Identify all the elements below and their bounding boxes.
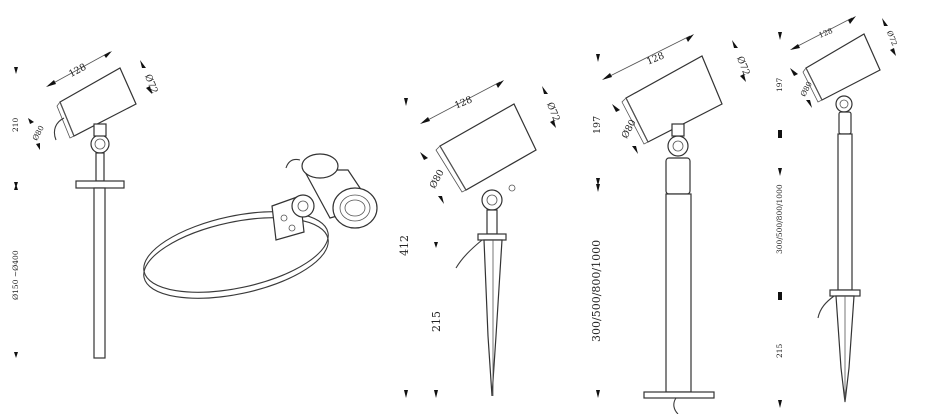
adjust-knuckle <box>291 194 315 218</box>
adjust-knuckle <box>835 95 853 113</box>
spike-collar <box>477 233 507 241</box>
dim-width-128: 128 <box>453 94 474 111</box>
adjust-knuckle <box>481 189 503 211</box>
dim-pole-lengths: 300/500/800/1000 <box>590 240 603 342</box>
cable <box>285 158 301 169</box>
drawing-pole-flange-spotlight: 128 Ø72 Ø80 210 Ø150 ~Ø400 <box>11 51 160 359</box>
cable <box>455 239 483 269</box>
mount-bracket <box>93 123 107 137</box>
drawing-tall-pole-spotlight: 128 Ø72 Ø80 197 300/500/800/1000 <box>590 34 752 414</box>
dim-width-128: 128 <box>645 50 666 67</box>
spike-collar <box>829 289 861 297</box>
pole <box>665 193 692 393</box>
adjust-knuckle <box>90 134 110 154</box>
dim-diameter-72: Ø72 <box>544 101 562 124</box>
adjust-knuckle <box>667 135 689 157</box>
dim-height-197: 197 <box>775 77 784 92</box>
drawing-strap-mount-spotlight <box>143 153 378 299</box>
cable <box>673 397 679 414</box>
dim-base-diameter: Ø150 ~Ø400 <box>11 250 20 300</box>
dim-diameter-80: Ø80 <box>428 168 447 191</box>
pole <box>93 187 106 359</box>
dim-height-197: 197 <box>592 116 603 134</box>
pole <box>837 133 853 291</box>
pole-top <box>665 157 691 195</box>
dim-diameter-80: Ø80 <box>31 124 46 142</box>
dim-diameter-72: Ø72 <box>885 29 899 47</box>
dim-spike-215: 215 <box>775 343 784 358</box>
lens-ring <box>332 187 378 229</box>
drawing-pole-spike-spotlight: 128 Ø72 Ø80 197 300/500/800/1000 215 <box>775 16 899 408</box>
spotlight-head <box>439 103 537 191</box>
dim-height-210: 210 <box>11 117 20 132</box>
base-plate <box>643 391 715 399</box>
cable <box>817 295 835 319</box>
drawing-ground-spike-spotlight: 128 Ø72 Ø80 412 215 <box>398 80 562 398</box>
dim-pole-lengths: 300/500/800/1000 <box>775 184 784 254</box>
dim-width-128: 128 <box>67 62 88 80</box>
dim-spike-215: 215 <box>430 311 443 332</box>
dim-total-height-412: 412 <box>398 235 411 256</box>
cable <box>53 117 65 141</box>
flange-base <box>75 180 125 189</box>
dim-diameter-72: Ø72 <box>734 55 752 78</box>
pole-top <box>838 111 852 135</box>
